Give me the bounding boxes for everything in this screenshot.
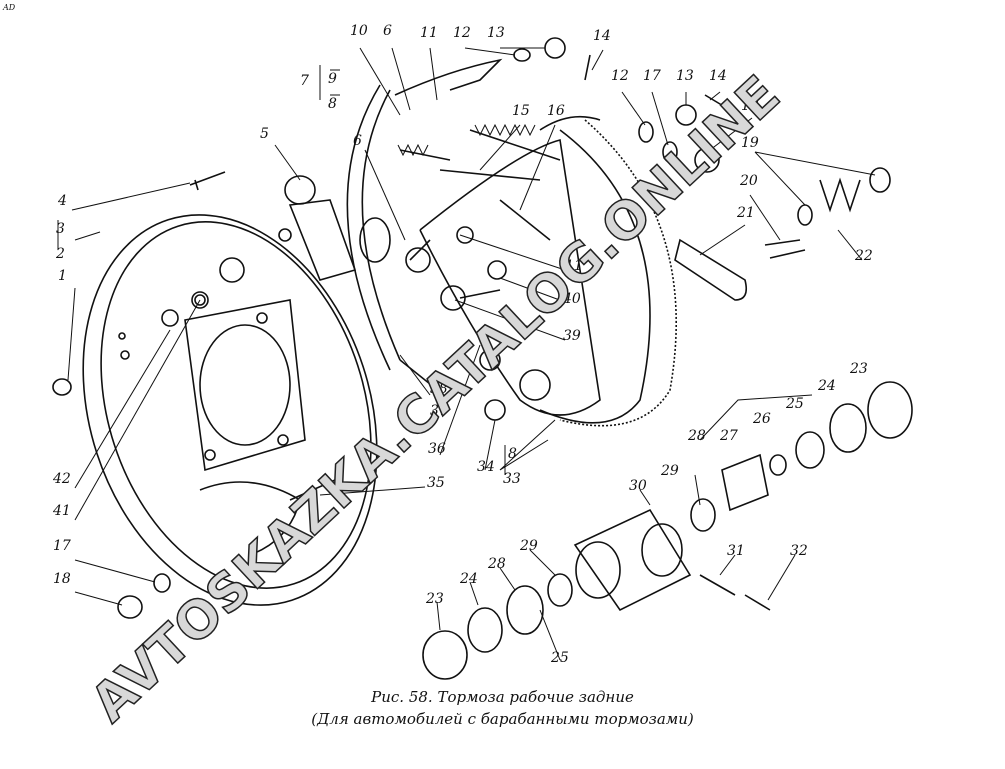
wheel-cylinder-lower [422,381,913,680]
callout: 36 [428,441,446,457]
callout: 25 [785,396,804,412]
callout: 2 [55,246,65,262]
callout: 14 [593,28,611,44]
callout: 25 [550,650,569,666]
callout: 6 [383,23,392,39]
callout: 8 [508,446,517,462]
callout: 37 [430,403,448,419]
callout: 29 [519,538,538,554]
callout: 38 [430,381,448,397]
caption-line-2: (Для автомобилей с барабанными тормозами… [311,710,694,728]
callout: 19 [741,135,759,151]
spring-22 [819,177,861,213]
callout: 28 [487,556,506,572]
spring-coils [397,123,536,157]
callout: 14 [709,68,727,84]
adjuster-plate [674,238,748,301]
callout: 11 [565,258,583,274]
callout: 11 [420,25,438,41]
callout: 4 [57,193,67,209]
callout: 32 [790,543,808,559]
callout: 34 [477,459,495,475]
callout: 27 [719,428,738,444]
callout-labels: 10 6 11 12 13 14 7 9 8 15 16 12 17 13 14… [52,23,873,666]
callout: 17 [643,68,661,84]
callout: 41 [52,503,71,519]
corner-mark: AD [3,3,16,12]
callout: 40 [562,291,581,307]
callout: 17 [53,538,71,554]
callout: 33 [503,471,521,487]
callout: 29 [660,463,679,479]
callout: 23 [425,591,444,607]
callout: 12 [453,25,471,41]
callout: 13 [676,68,694,84]
callout: 6 [353,133,362,149]
callout: 42 [52,471,71,487]
caption-line-1: Рис. 58. Тормоза рабочие задние [371,688,634,706]
callout: 22 [854,248,873,264]
callout: 15 [512,103,530,119]
backing-plate [82,214,378,606]
callout: 39 [563,328,581,344]
callout: 35 [427,475,445,491]
callout: 28 [687,428,706,444]
bolt-4 [189,171,226,191]
callout: 13 [487,25,505,41]
brake-shoe-rear [419,115,677,427]
callout: 7 [300,73,309,89]
callout: 31 [727,543,745,559]
callout: 18 [741,98,759,114]
callout: 24 [817,378,836,394]
callout: 8 [328,96,337,112]
callout: 1 [58,268,67,284]
adjuster-bolt [764,239,806,259]
callout: 12 [611,68,629,84]
return-springs [399,129,561,241]
callout: 9 [328,71,337,87]
callout: 20 [739,173,758,189]
callout: 23 [849,361,868,377]
callout: 24 [459,571,478,587]
callout: 5 [260,126,269,142]
wheel-cylinder-upper [278,175,391,281]
callout: 10 [350,23,368,39]
leader-lines [67,47,876,661]
callout: 21 [736,205,755,221]
callout: 3 [56,221,65,237]
callout: 26 [752,411,771,427]
callout: 16 [547,103,565,119]
callout: 30 [629,478,647,494]
callout: 18 [53,571,71,587]
